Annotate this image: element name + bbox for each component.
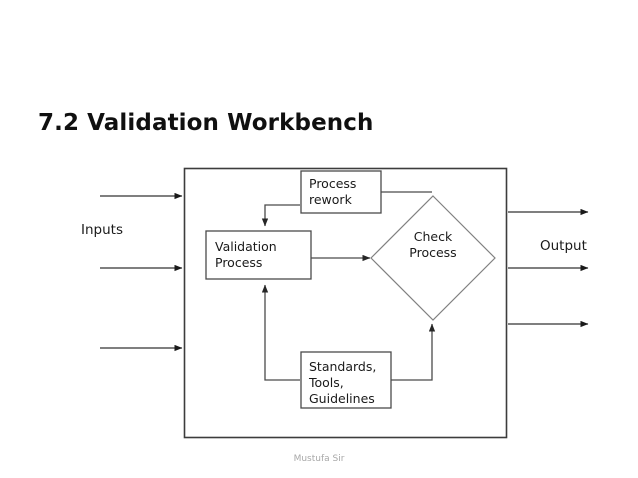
node-validation-process[interactable]: Validation Process [205, 230, 312, 280]
node-standards-tools-guidelines[interactable]: Standards, Tools, Guidelines [300, 351, 392, 409]
node-standards-line2: Tools, [308, 375, 344, 390]
node-process-rework[interactable]: Process rework [300, 170, 382, 214]
slide-footer: Mustufa Sir [294, 454, 345, 464]
node-process-rework-box[interactable] [300, 170, 382, 214]
page-title: 7.2 Validation Workbench [38, 110, 374, 136]
node-process-rework-line1: Process [309, 176, 356, 191]
node-check-process-line1: Check [414, 229, 453, 244]
node-check-process[interactable]: Check Process [370, 195, 496, 321]
node-check-process-diamond[interactable] [370, 195, 496, 321]
input-arrows-group [100, 192, 183, 352]
node-validation-process-box[interactable] [205, 230, 312, 280]
node-validation-process-line2: Process [215, 255, 262, 270]
node-standards-line3: Guidelines [309, 391, 375, 406]
output-label: Output [540, 238, 587, 254]
node-standards-line1: Standards, [309, 359, 376, 374]
connector-standards-to-validation [261, 284, 300, 381]
node-validation-process-line1: Validation [215, 239, 277, 254]
node-process-rework-line2: rework [309, 192, 353, 207]
node-standards-box[interactable] [300, 351, 392, 409]
output-arrows-group [508, 208, 589, 328]
inputs-label: Inputs [81, 222, 123, 238]
connector-rework-to-validation [261, 204, 300, 227]
node-check-process-line2: Process [409, 245, 456, 260]
connector-standards-to-check [391, 323, 436, 381]
